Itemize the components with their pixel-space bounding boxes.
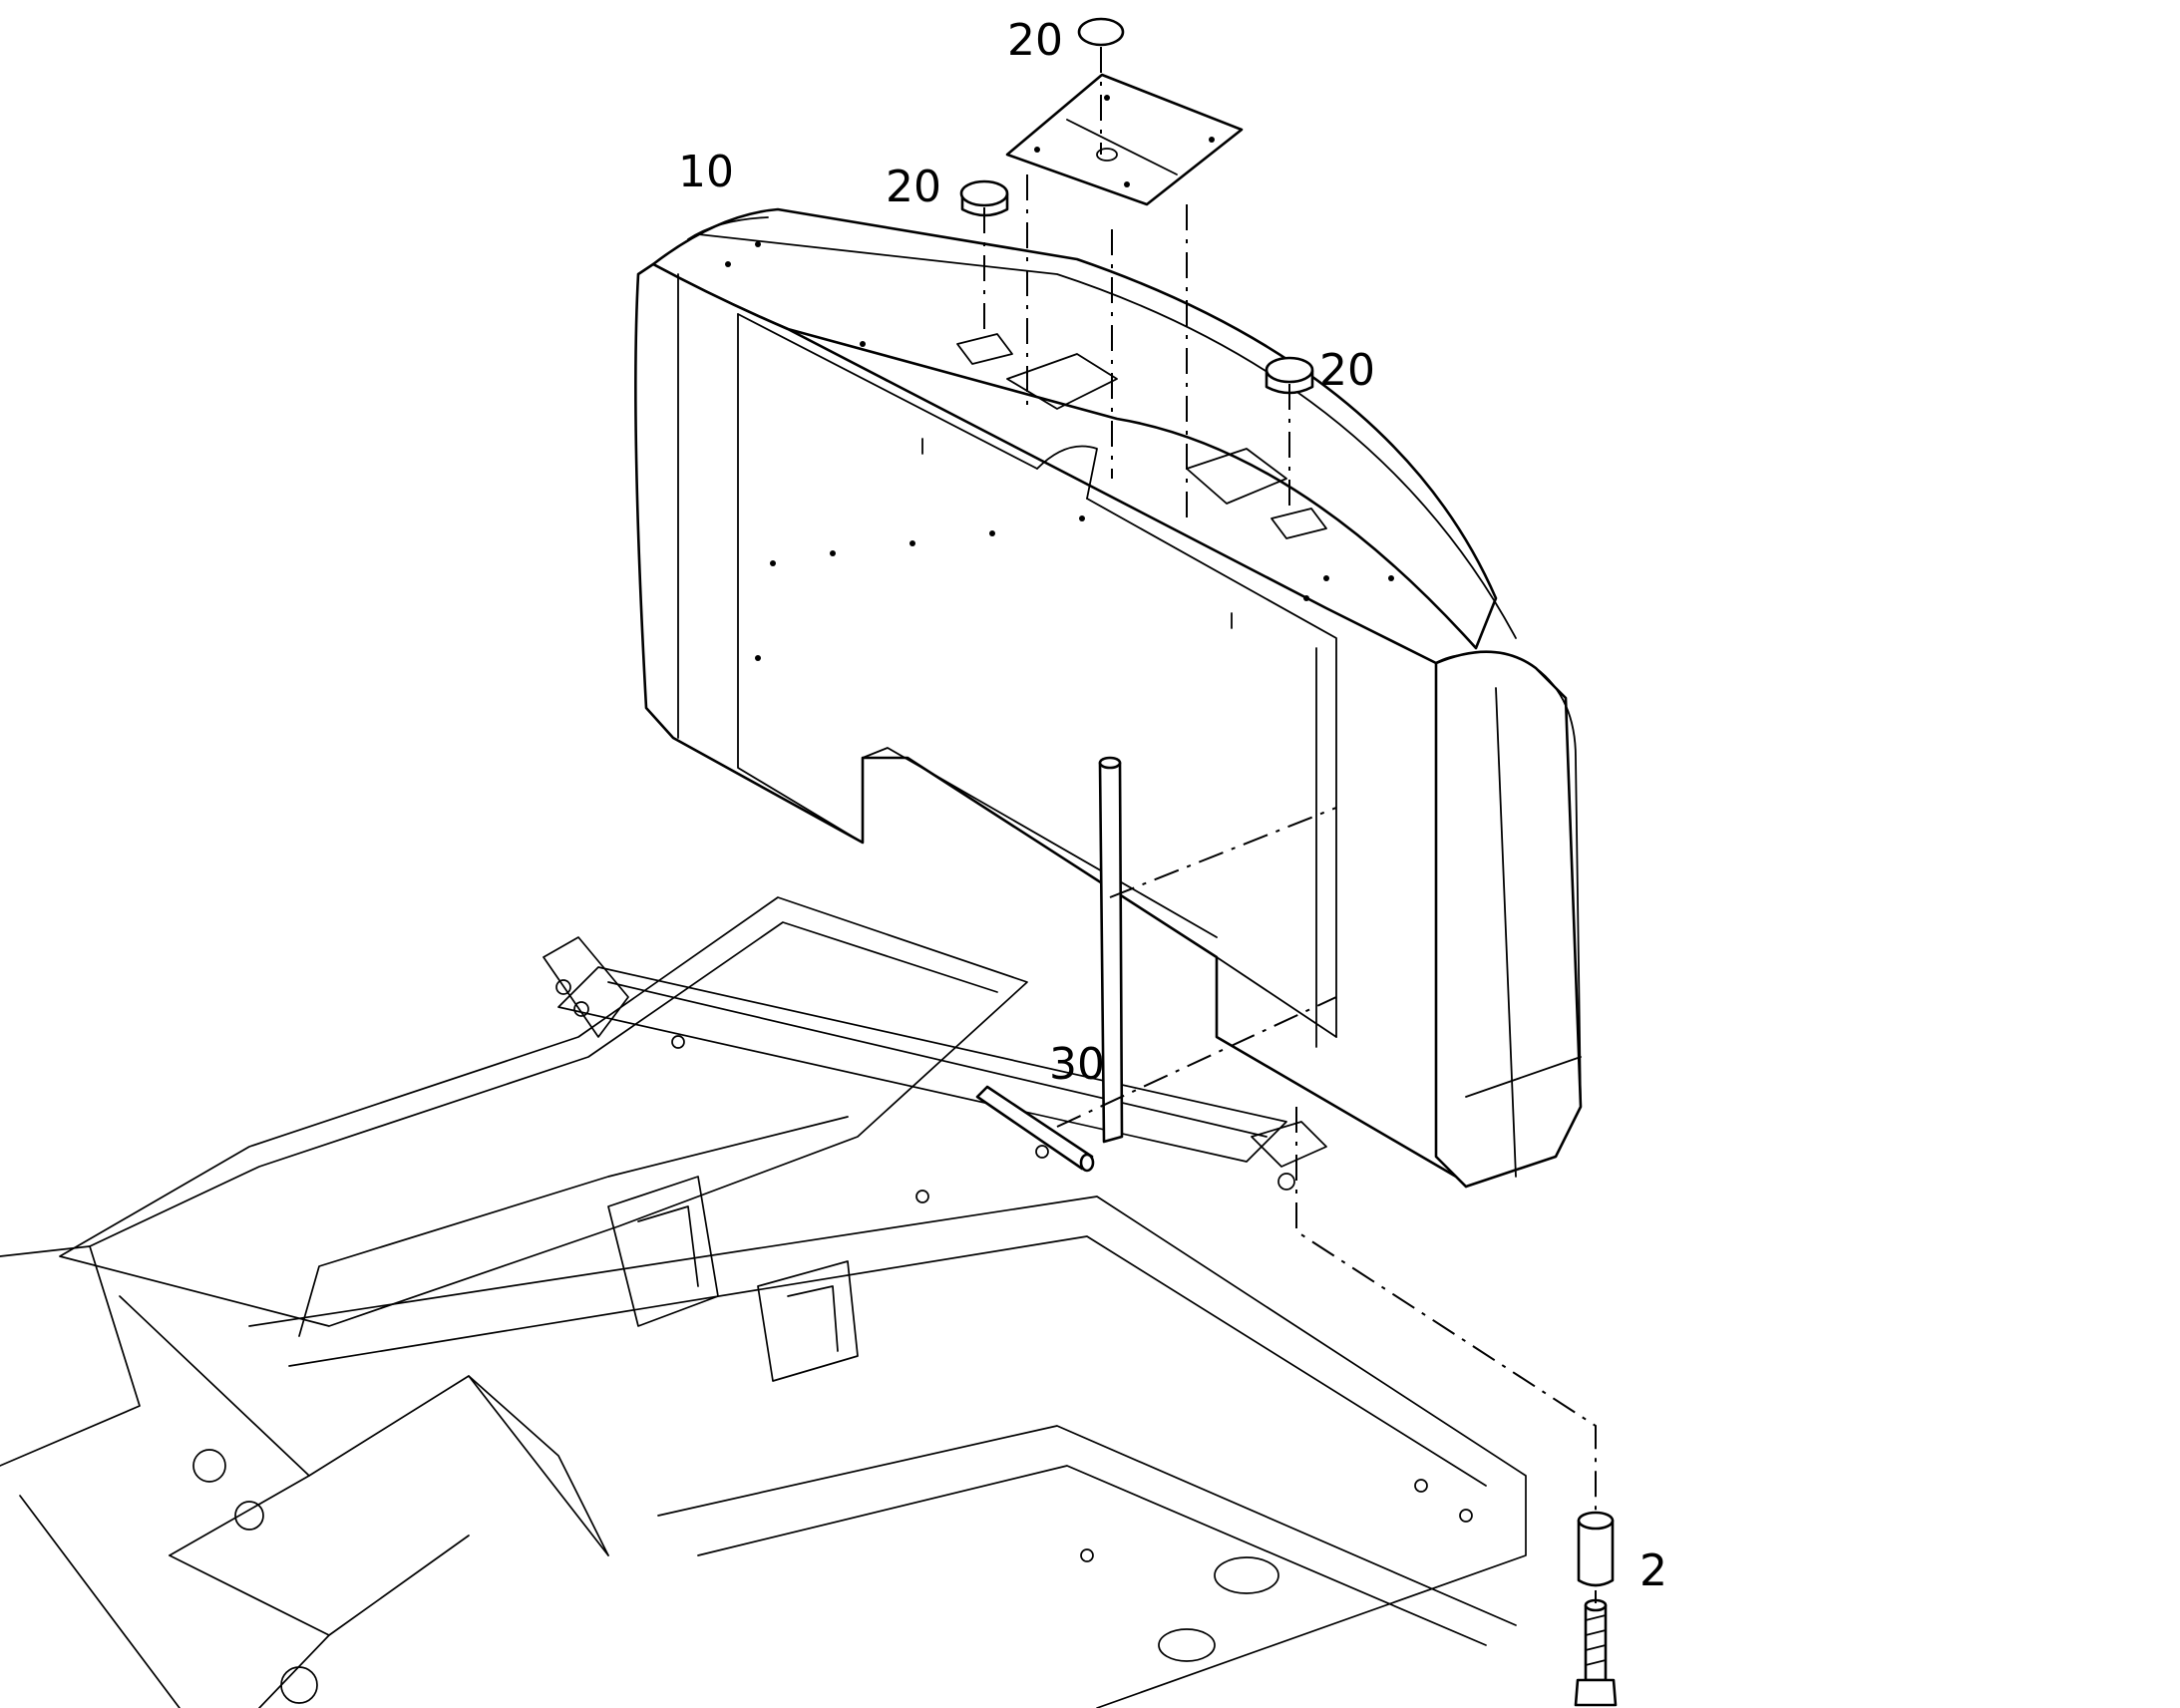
plug-cap-left [959, 179, 1009, 217]
callout-bolt-spacer: 2 [1639, 1545, 1667, 1596]
machine-frame [0, 896, 1527, 1708]
callout-labels: 10 20 20 20 30 2 [678, 15, 1667, 1596]
callout-pin: 30 [1049, 1039, 1105, 1090]
callout-plug-top: 20 [1007, 15, 1063, 66]
assembly-lines [983, 47, 1597, 1603]
callout-counterweight: 10 [678, 147, 734, 197]
pin-rod [975, 756, 1124, 1173]
top-cover-plate [1005, 73, 1244, 206]
callout-plug-right: 20 [1319, 345, 1375, 396]
callout-plug-left: 20 [886, 162, 941, 212]
bolt-and-spacer [1574, 1511, 1618, 1707]
plug-cap-top [1077, 17, 1125, 47]
counterweight [634, 207, 1583, 1189]
